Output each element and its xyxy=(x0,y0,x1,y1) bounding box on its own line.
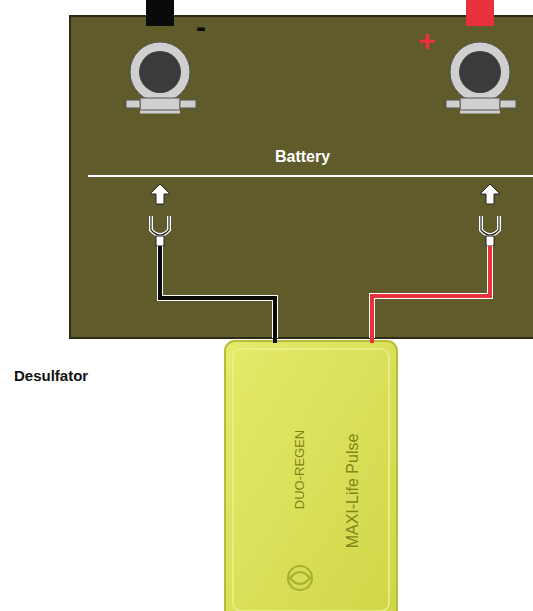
negative-clamp xyxy=(126,42,196,112)
fork-terminal xyxy=(151,216,169,235)
positive-clamp xyxy=(446,42,516,112)
polarity-sign: + xyxy=(418,26,436,56)
separator-line xyxy=(88,175,533,177)
desulfator-body xyxy=(225,341,397,611)
logo-symbol xyxy=(288,566,312,590)
battery-box: Battery xyxy=(70,16,533,338)
desulfator-bevel xyxy=(233,349,389,611)
up-arrow xyxy=(480,184,500,204)
product-name: MAXI-Life Pulse xyxy=(344,434,362,549)
wire-outline xyxy=(372,246,490,338)
negative-post xyxy=(146,0,174,26)
brand-name: DUO-REGEN xyxy=(292,429,307,508)
polarity-sign: - xyxy=(196,12,206,42)
battery-label: Battery xyxy=(275,148,330,166)
positive-wire xyxy=(372,246,490,338)
fork-terminal xyxy=(481,216,499,235)
fork-terminal xyxy=(151,216,169,235)
battery-body xyxy=(70,16,533,338)
device-label: Desulfator xyxy=(14,368,88,383)
connecting-wire xyxy=(370,337,374,343)
negative-wire xyxy=(160,246,275,338)
wire-outline xyxy=(160,246,275,338)
up-arrow xyxy=(150,184,170,204)
fork-crimp xyxy=(156,236,164,246)
fork-crimp xyxy=(486,236,494,246)
desulfator-device: DUO-REGEN MAXI-Life Pulse xyxy=(225,341,397,611)
positive-post xyxy=(466,0,494,26)
fork-terminal xyxy=(481,216,499,235)
connecting-wire xyxy=(273,337,277,343)
